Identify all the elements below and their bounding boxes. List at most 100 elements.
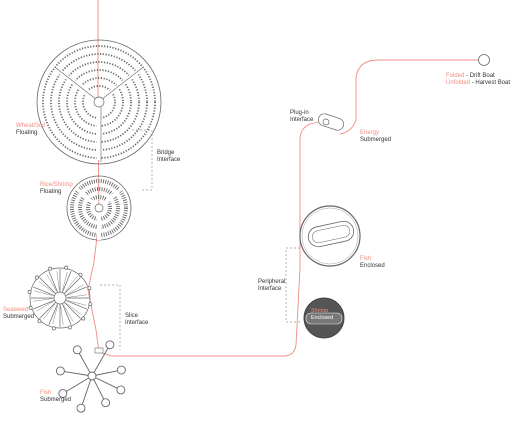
rice-shrimp-habitat: Rice/Shrimp <box>40 182 73 188</box>
seaweed-spoke <box>39 277 57 295</box>
slice-interface-line2: Interface <box>125 320 149 326</box>
fish-arm <box>91 344 111 377</box>
seaweed-node <box>87 286 92 291</box>
wheel-soil-module <box>36 39 162 165</box>
seaweed-blade <box>36 301 53 312</box>
seaweed-label: Seaweed Submerged <box>3 307 34 321</box>
bridge-interface-label: Bridge Interface <box>157 150 180 164</box>
boat-legend-row: Folded - Drift Boat <box>446 73 510 80</box>
seaweed-node <box>78 272 83 277</box>
seaweed-node <box>34 275 39 280</box>
seaweed-blade <box>52 305 58 325</box>
fish-arm-node <box>58 389 68 398</box>
seaweed-node <box>51 326 56 331</box>
lower-pod-state: Enclosed <box>311 315 334 321</box>
fish-arm <box>76 349 93 377</box>
fish-arm-node <box>101 398 111 408</box>
seaweed-spoke <box>61 303 72 325</box>
seaweed-spoke <box>48 303 59 325</box>
fish-arm-node <box>72 345 82 355</box>
seaweed-blade <box>67 294 87 298</box>
seaweed-node <box>88 302 93 307</box>
seaweed-node <box>81 316 86 321</box>
peripheral-interface-line1: Peripheral <box>258 279 286 285</box>
bridge-interface-line1: Bridge <box>157 150 175 156</box>
wheel-soil-state: Floating <box>16 130 38 136</box>
boat-legend-mode: Unfolded <box>446 80 471 86</box>
fish-arm <box>91 375 122 391</box>
seaweed-blade <box>38 281 55 293</box>
seaweed-spoke <box>61 271 72 293</box>
seaweed-blade <box>56 271 60 291</box>
fish-enclosed-module <box>299 205 361 267</box>
plugin-interface-line2: Interface <box>290 117 314 123</box>
seaweed-spoke <box>48 271 59 293</box>
peripheral-interface-line2: Interface <box>258 286 282 292</box>
seaweed-node <box>27 289 32 294</box>
energy-habitat: Energy <box>360 130 380 136</box>
wheel-soil-label: Wheat/Soil Floating <box>16 123 45 137</box>
seaweed-blade <box>63 305 74 322</box>
interface-brackets <box>100 129 300 350</box>
slice-interface-label: Slice Interface <box>125 313 148 327</box>
fish-arm-node <box>55 366 65 376</box>
seaweed-node <box>48 266 53 271</box>
lower-pod-label: Shrimp Enclosed <box>311 308 333 322</box>
seaweed-node <box>37 319 42 324</box>
seaweed-spoke <box>65 299 87 310</box>
seaweed-module <box>27 265 93 331</box>
seaweed-blade <box>65 276 77 293</box>
seaweed-blade <box>43 303 55 320</box>
fish-right-habitat: Fish <box>360 256 372 262</box>
boat-legend-mode: Folded <box>446 73 465 79</box>
boat-legend: Folded - Drift Boat Unfolded - Harvest B… <box>446 73 510 87</box>
seaweed-spoke <box>33 299 55 310</box>
fish-arm-node <box>116 365 126 375</box>
fish-arm <box>91 375 107 403</box>
seaweed-blade <box>67 284 84 295</box>
seaweed-habitat: Seaweed <box>3 307 29 313</box>
slice-interface-line1: Slice <box>125 313 139 319</box>
fish-left-habitat: Fish <box>40 390 52 396</box>
peripheral-interface-label: Peripheral Interface <box>258 279 285 293</box>
lower-pod-habitat: Shrimp <box>311 308 329 314</box>
seaweed-state: Submerged <box>3 314 35 320</box>
fish-arm <box>80 375 93 409</box>
lower-pod-module <box>303 297 345 339</box>
seaweed-blade <box>62 271 68 291</box>
seaweed-blade <box>33 290 53 296</box>
seaweed-blade <box>65 303 82 315</box>
plugin-interface-line1: Plug-in <box>290 110 309 116</box>
fish-left-label: Fish Submerged <box>40 390 71 404</box>
plugin-interface-label: Plug-in Interface <box>290 110 313 124</box>
wheel-soil-habitat: Wheat/Soil <box>16 123 46 129</box>
boat-legend-dash: - <box>471 80 476 86</box>
boat-legend-row: Unfolded - Harvest Boat <box>446 80 510 87</box>
fish-left-state: Submerged <box>40 397 72 403</box>
seaweed-blade <box>33 298 53 302</box>
rice-shrimp-label: Rice/Shrimp Floating <box>40 182 73 196</box>
fish-right-label: Fish Enclosed <box>360 256 385 270</box>
seaweed-spoke <box>65 286 87 297</box>
boat-legend-dash: - <box>466 73 470 79</box>
fish-arm <box>60 370 93 377</box>
seaweed-node <box>64 265 69 270</box>
node-circle-icon <box>478 54 490 66</box>
fish-arm-node <box>105 340 115 350</box>
seaweed-blade <box>46 274 57 291</box>
fish-arm <box>62 375 93 394</box>
seaweed-node <box>28 305 33 310</box>
seaweed-node <box>67 325 72 330</box>
fish-star-module <box>55 340 126 413</box>
energy-state: Submerged <box>360 137 392 143</box>
seaweed-spoke <box>39 301 57 319</box>
seaweed-spoke <box>63 301 81 319</box>
fish-right-state: Enclosed <box>360 263 385 269</box>
boat-legend-boat: Drift Boat <box>469 73 495 79</box>
fish-arm-node <box>116 385 126 395</box>
rice-shrimp-state: Floating <box>40 189 62 195</box>
energy-label: Energy Submerged <box>360 130 391 144</box>
rice-shrimp-module <box>66 175 132 241</box>
seaweed-spoke <box>63 277 81 295</box>
